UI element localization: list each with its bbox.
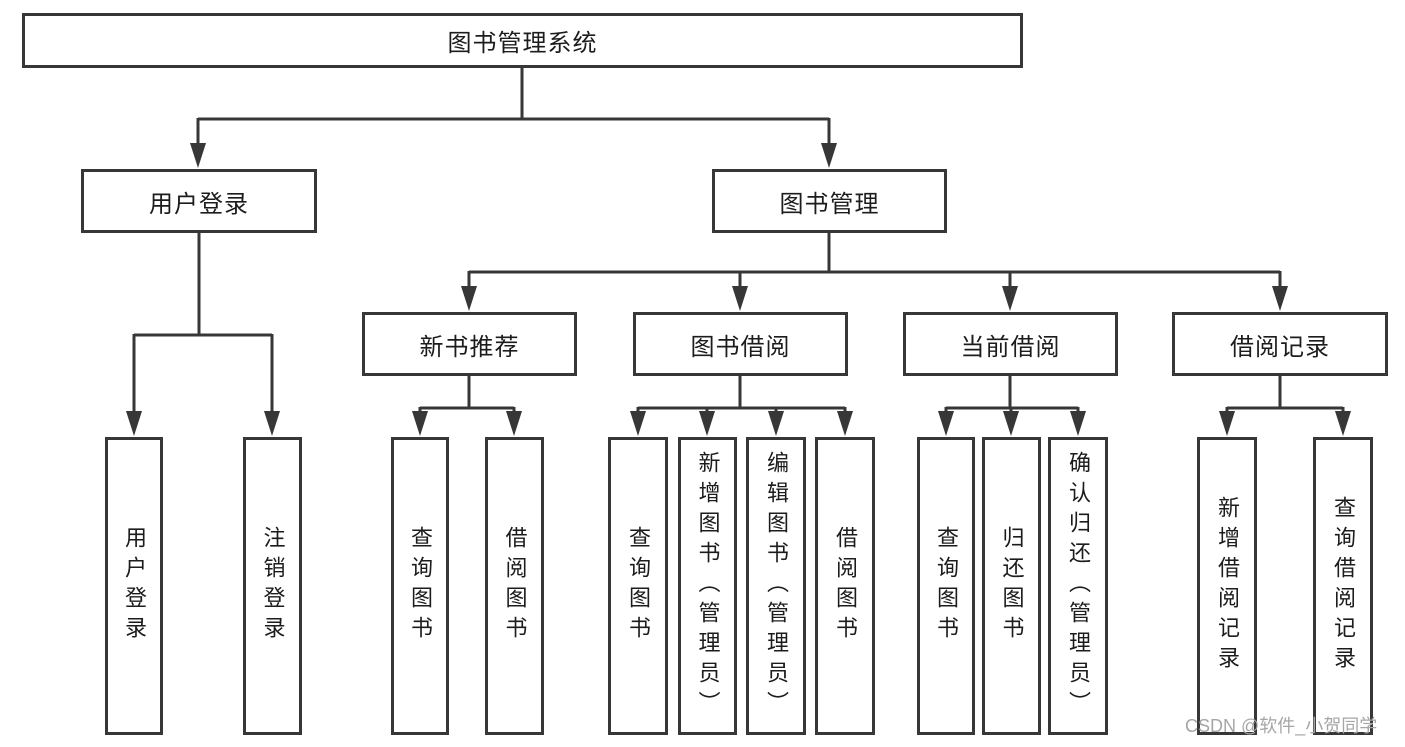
arrowhead xyxy=(461,286,477,311)
leaf-recommend-query-books-label: 查询图书 xyxy=(408,526,433,646)
arrowhead xyxy=(412,411,428,436)
arrowhead xyxy=(126,411,142,436)
node-book-management-label: 图书管理 xyxy=(779,190,880,218)
leaf-add-books-admin-label: 新增图书（管理员） xyxy=(695,451,721,721)
watermark-text: CSDN @软件_小贺同学 xyxy=(1185,716,1378,736)
leaf-confirm-return-admin: 确认归还（管理员） xyxy=(1048,437,1108,735)
leaf-confirm-return-admin-label: 确认归还（管理员） xyxy=(1066,451,1091,721)
node-root: 图书管理系统 xyxy=(22,13,1023,68)
leaf-add-borrow-record: 新增借阅记录 xyxy=(1197,437,1257,735)
arrowhead xyxy=(1335,411,1351,436)
leaf-logout: 注销登录 xyxy=(243,437,302,735)
arrowhead xyxy=(1219,411,1235,436)
arrowhead xyxy=(506,411,522,436)
node-borrow-records-label: 借阅记录 xyxy=(1230,333,1330,361)
node-book-borrow: 图书借阅 xyxy=(633,312,848,376)
leaf-add-books-admin: 新增图书（管理员） xyxy=(678,437,737,735)
connector-borrow-records-to-leaves xyxy=(1219,375,1351,436)
leaf-return-books: 归还图书 xyxy=(982,437,1041,735)
arrowhead xyxy=(821,143,837,168)
leaf-borrow-query-books: 查询图书 xyxy=(608,437,668,735)
leaf-edit-books-admin: 编辑图书（管理员） xyxy=(746,437,806,735)
leaf-user-login-label: 用户登录 xyxy=(122,526,147,646)
connector-current-borrow-to-leaves xyxy=(938,375,1086,436)
leaf-current-query-books: 查询图书 xyxy=(917,437,975,735)
node-new-book-recommend-label: 新书推荐 xyxy=(419,333,520,361)
leaf-query-borrow-record-label: 查询借阅记录 xyxy=(1331,496,1356,676)
leaf-edit-books-admin-label: 编辑图书（管理员） xyxy=(764,451,789,721)
arrowhead xyxy=(699,411,715,436)
node-book-borrow-label: 图书借阅 xyxy=(690,333,791,361)
arrowhead xyxy=(1272,286,1288,311)
leaf-logout-label: 注销登录 xyxy=(260,526,286,646)
connector-book-management-to-level3 xyxy=(461,232,1288,311)
arrowhead xyxy=(1002,286,1018,311)
arrowhead xyxy=(732,286,748,311)
node-current-borrow: 当前借阅 xyxy=(903,312,1118,376)
node-current-borrow-label: 当前借阅 xyxy=(960,333,1061,361)
connector-new-book-recommend-to-leaves xyxy=(412,375,522,436)
node-new-book-recommend: 新书推荐 xyxy=(362,312,577,376)
node-user-login: 用户登录 xyxy=(81,169,317,233)
leaf-current-query-books-label: 查询图书 xyxy=(934,526,959,646)
leaf-borrow-borrow-books-label: 借阅图书 xyxy=(833,526,858,646)
leaf-add-borrow-record-label: 新增借阅记录 xyxy=(1215,496,1240,676)
leaf-borrow-borrow-books: 借阅图书 xyxy=(815,437,875,735)
arrowhead xyxy=(1070,411,1086,436)
arrowhead xyxy=(768,411,784,436)
node-user-login-label: 用户登录 xyxy=(149,190,249,218)
arrowhead xyxy=(1003,411,1019,436)
leaf-recommend-borrow-books-label: 借阅图书 xyxy=(502,526,528,646)
connector-book-borrow-to-leaves xyxy=(630,375,853,436)
arrowhead xyxy=(190,143,206,168)
node-book-management: 图书管理 xyxy=(712,169,947,233)
leaf-recommend-borrow-books: 借阅图书 xyxy=(485,437,544,735)
arrowhead xyxy=(630,411,646,436)
leaf-recommend-query-books: 查询图书 xyxy=(391,437,449,735)
arrowhead xyxy=(264,411,280,436)
connector-user-login-to-leaves xyxy=(126,232,280,436)
arrowhead xyxy=(837,411,853,436)
node-root-label: 图书管理系统 xyxy=(447,30,598,57)
leaf-return-books-label: 归还图书 xyxy=(999,526,1025,646)
connector-root-to-level2 xyxy=(190,67,837,168)
node-borrow-records: 借阅记录 xyxy=(1172,312,1388,376)
leaf-query-borrow-record: 查询借阅记录 xyxy=(1313,437,1373,735)
leaf-borrow-query-books-label: 查询图书 xyxy=(626,526,651,646)
arrowhead xyxy=(938,411,954,436)
leaf-user-login: 用户登录 xyxy=(105,437,163,735)
